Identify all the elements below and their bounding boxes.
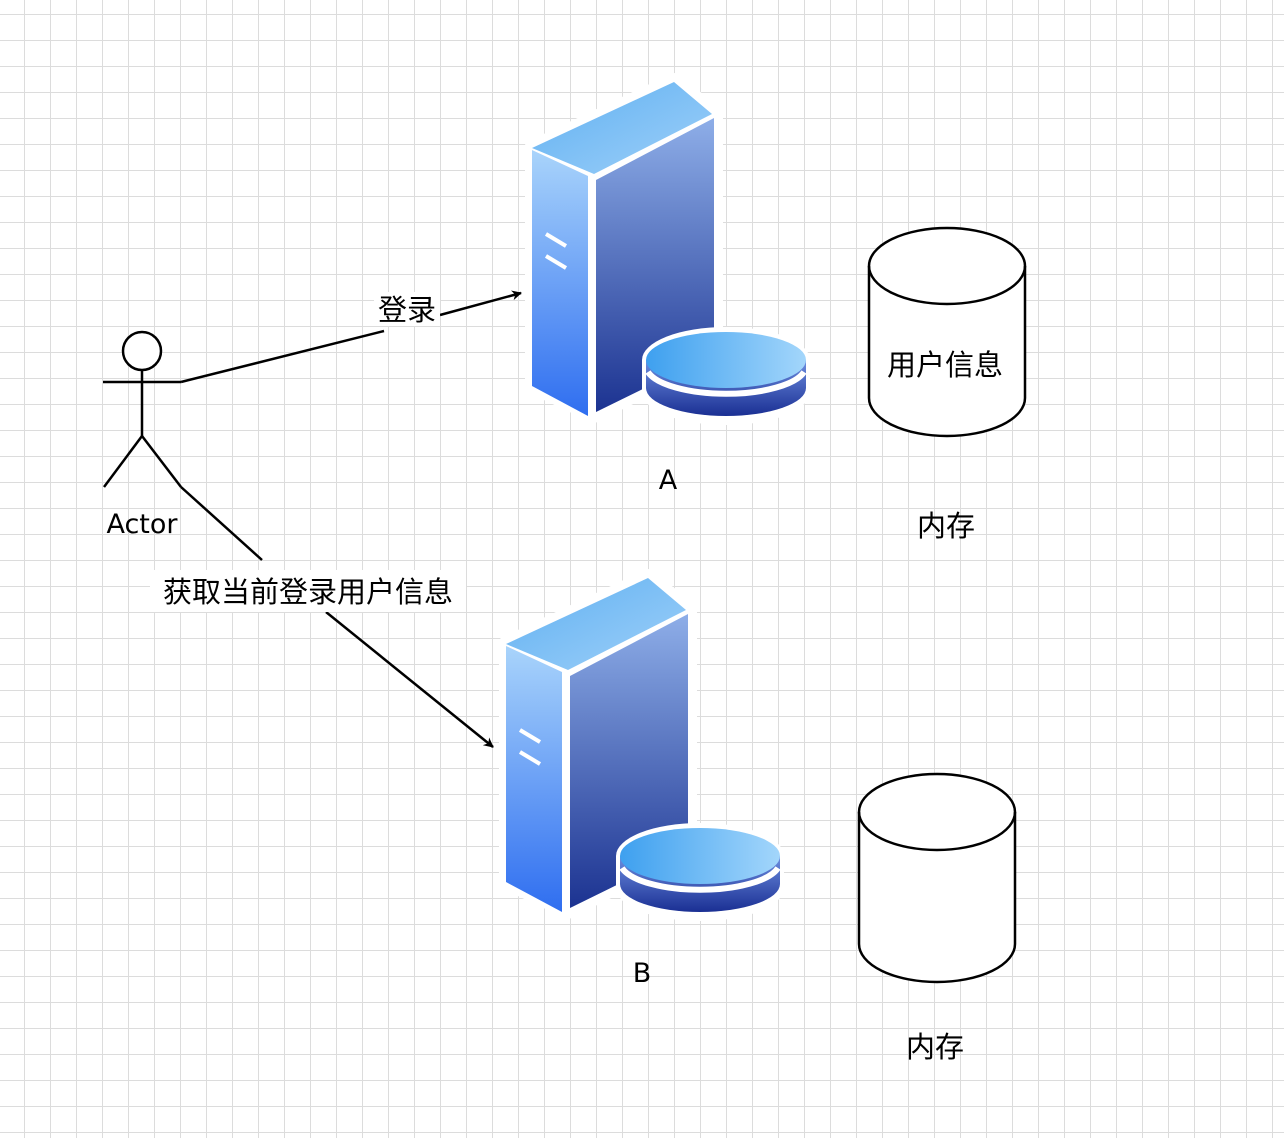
memory-b[interactable]	[857, 772, 1017, 984]
actor-left-leg	[102, 435, 144, 488]
server-icon	[499, 569, 784, 921]
get-user-edge-label: 获取当前登录用户信息	[163, 575, 453, 609]
memory-a-cylinder	[867, 226, 1027, 438]
server-b-label: B	[633, 958, 652, 989]
memory-a-cylinder-rim	[867, 265, 1027, 306]
server-icon	[525, 73, 810, 425]
memory-a-content: 用户信息	[887, 348, 1003, 382]
actor-head	[121, 330, 163, 372]
memory-b-title: 内存	[906, 1030, 964, 1064]
server-a-label: A	[659, 465, 678, 496]
get-user-edge-label-bg	[150, 570, 466, 612]
login-edge-label: 登录	[378, 293, 436, 327]
memory-a-title: 内存	[917, 509, 975, 543]
server-a[interactable]	[525, 73, 810, 425]
actor-right-leg	[141, 435, 182, 488]
get-user-edge-line-end	[325, 611, 494, 748]
get-user-edge[interactable]: 获取当前登录用户信息	[150, 486, 494, 748]
memory-b-cylinder	[857, 772, 1017, 984]
actor[interactable]: Actor	[102, 330, 182, 540]
memory-a[interactable]: 用户信息	[867, 226, 1027, 438]
actor-label: Actor	[106, 509, 178, 540]
login-edge-line-end	[439, 290, 522, 317]
server-b[interactable]	[499, 569, 784, 921]
login-edge-label-bg	[374, 292, 440, 326]
login-edge-line	[180, 329, 385, 384]
login-edge[interactable]: 登录	[180, 290, 522, 384]
get-user-edge-line	[180, 486, 263, 561]
memory-b-cylinder-rim	[857, 811, 1017, 852]
